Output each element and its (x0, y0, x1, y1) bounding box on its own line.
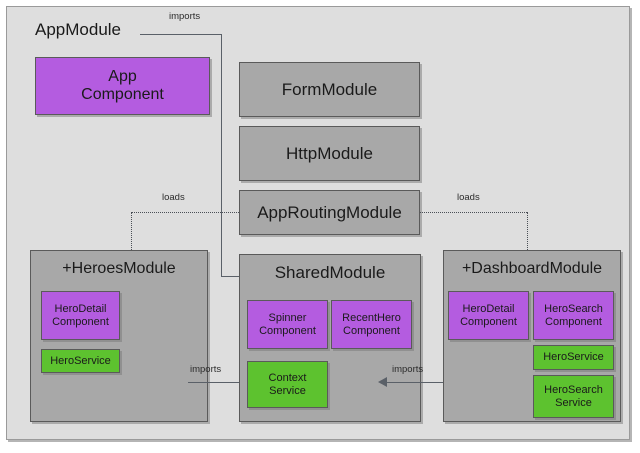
dashboard-hero-search-component[interactable]: HeroSearch Component (533, 291, 614, 340)
edge-label-appmodule-imports: imports (169, 11, 201, 22)
dashboard-module-title: +DashboardModule (461, 260, 603, 277)
edge-label-loads-dashboard: loads (457, 192, 480, 203)
dashboard-hero-service[interactable]: HeroService (533, 345, 614, 370)
loads-dashboard-hline (420, 212, 527, 213)
loads-dashboard-vline (527, 212, 528, 252)
dashboard-hero-detail-component[interactable]: HeroDetail Component (448, 291, 529, 340)
edge-label-heroes-imports: imports (190, 364, 222, 375)
appmodule-imports-hline (140, 34, 222, 35)
shared-recent-hero-component[interactable]: RecentHero Component (331, 300, 412, 349)
loads-heroes-vline (131, 212, 132, 252)
heroes-hero-service[interactable]: HeroService (41, 349, 120, 373)
shared-context-service[interactable]: Context Service (247, 361, 328, 408)
dashboard-imports-hline (387, 382, 450, 383)
appmodule-imports-vline (221, 34, 222, 276)
dashboard-imports-arrowhead (378, 377, 387, 387)
app-module-title: AppModule (35, 20, 122, 39)
appmodule-imports-hline2 (221, 276, 243, 277)
heroes-imports-hline (188, 382, 245, 383)
app-component-box[interactable]: App Component (35, 57, 210, 115)
shared-module-title: SharedModule (274, 263, 386, 282)
loads-heroes-hline (131, 212, 239, 213)
dashboard-hero-search-service[interactable]: HeroSearch Service (533, 375, 614, 418)
shared-spinner-component[interactable]: Spinner Component (247, 300, 328, 349)
heroes-module-title: +HeroesModule (62, 260, 176, 277)
edge-label-loads-heroes: loads (162, 192, 185, 203)
app-routing-module-box[interactable]: AppRoutingModule (239, 190, 420, 235)
form-module-box[interactable]: FormModule (239, 62, 420, 117)
edge-label-dashboard-imports: imports (392, 364, 424, 375)
heroes-hero-detail-component[interactable]: HeroDetail Component (41, 291, 120, 340)
http-module-box[interactable]: HttpModule (239, 126, 420, 181)
